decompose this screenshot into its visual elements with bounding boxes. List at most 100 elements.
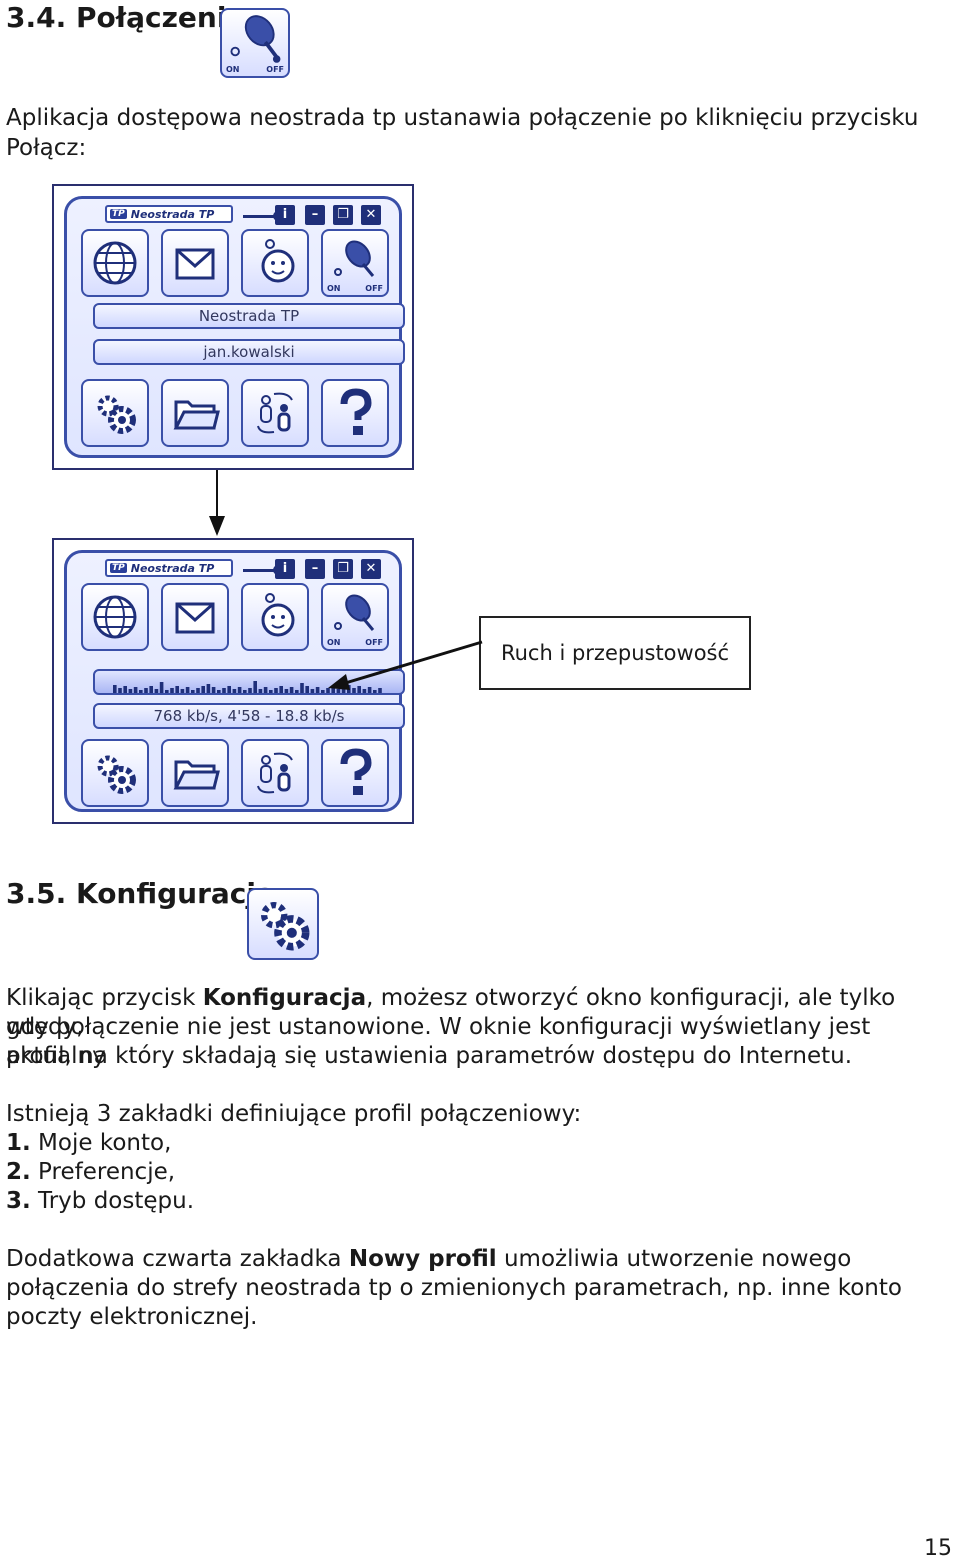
on-label: ON [327, 638, 341, 647]
traffic-bar [170, 688, 174, 693]
off-label: OFF [266, 65, 284, 74]
section-heading-configuration: 3.5. Konfiguracja [6, 877, 275, 910]
traffic-bar [243, 690, 247, 693]
traffic-bar [113, 685, 117, 693]
info-button[interactable]: i [275, 559, 295, 579]
list-item: 3. Tryb dostępu. [6, 1187, 194, 1216]
traffic-bar [352, 688, 356, 693]
config-paragraph-line-3: profil, na który składają się ustawienia… [6, 1043, 853, 1069]
traffic-bar [336, 689, 341, 693]
list-text: Preferencje, [30, 1159, 176, 1185]
traffic-bar [378, 688, 382, 693]
profile-field: Neostrada TP [93, 303, 405, 329]
traffic-bar [191, 690, 195, 693]
traffic-bar [237, 687, 242, 693]
settings-icon [97, 395, 136, 434]
assistant-icon [261, 239, 295, 283]
config-paragraph-line-2: gdy połączenie nie jest ustanowione. W o… [6, 1014, 871, 1069]
traffic-bar [295, 690, 299, 693]
assistant-button[interactable] [241, 229, 309, 297]
close-button[interactable]: ✕ [361, 559, 381, 579]
connect-icon: ON OFF [220, 8, 290, 78]
traffic-bar [185, 687, 190, 693]
traffic-bar [367, 687, 372, 693]
assistant-button[interactable] [241, 583, 309, 651]
traffic-bar [326, 688, 330, 693]
traffic-bar [201, 686, 205, 693]
help-icon [340, 748, 372, 795]
traffic-bar [331, 686, 335, 693]
connect-button[interactable]: ON OFF [321, 583, 389, 651]
config-paragraph-line-1: Klikając przycisk Konfiguracja, możesz o… [6, 984, 951, 1042]
throughput-field: 768 kb/s, 4'58 - 18.8 kb/s [93, 703, 405, 729]
profile-switch-button[interactable] [241, 379, 309, 447]
list-number: 2. [6, 1159, 31, 1185]
traffic-bar [206, 684, 211, 693]
traffic-bar [180, 689, 185, 693]
list-item: 2. Preferencje, [6, 1158, 175, 1187]
help-button[interactable] [321, 739, 389, 807]
settings-button[interactable] [81, 739, 149, 807]
page-number: 15 [924, 1536, 952, 1561]
callout-arrow-icon [328, 640, 483, 690]
traffic-bar [362, 689, 367, 693]
help-button[interactable] [321, 379, 389, 447]
minimize-button[interactable]: – [305, 559, 325, 579]
arrow-down-icon [209, 470, 225, 536]
restore-button[interactable]: ❐ [333, 559, 353, 579]
info-button[interactable]: i [275, 205, 295, 225]
new-profile-line-3: poczty elektronicznej. [6, 1304, 258, 1330]
assistant-icon [261, 593, 295, 637]
volume-slider[interactable] [243, 211, 283, 221]
traffic-bar [133, 687, 138, 693]
internet-button[interactable] [81, 583, 149, 651]
minimize-button[interactable]: – [305, 205, 325, 225]
new-profile-line-2: połączenia do strefy neostrada tp o zmie… [6, 1275, 902, 1301]
profile-switch-icon [257, 752, 293, 794]
traffic-bar [196, 688, 200, 693]
text-span: Klikając przycisk [6, 985, 203, 1011]
mail-button[interactable] [161, 229, 229, 297]
list-number: 1. [6, 1130, 31, 1156]
traffic-bar [300, 683, 304, 693]
traffic-bar [284, 689, 289, 693]
volume-slider[interactable] [243, 565, 283, 575]
globe-icon [93, 595, 137, 639]
traffic-bar [274, 688, 278, 693]
traffic-bar [165, 690, 169, 693]
list-number: 3. [6, 1188, 31, 1214]
section-heading-connection: 3.4. Połączenie [6, 1, 246, 34]
traffic-bar [258, 689, 263, 693]
on-label: ON [226, 65, 240, 74]
close-button[interactable]: ✕ [361, 205, 381, 225]
internet-button[interactable] [81, 229, 149, 297]
text-span: , możesz otworzyć okno konfiguracji, ale… [6, 985, 896, 1040]
profile-switch-button[interactable] [241, 739, 309, 807]
app-title-text: Neostrada TP [130, 207, 215, 221]
help-icon [340, 388, 372, 435]
folder-button[interactable] [161, 739, 229, 807]
tp-logo: TP [110, 563, 127, 573]
tp-logo: TP [110, 209, 127, 219]
restore-button[interactable]: ❐ [333, 205, 353, 225]
traffic-bar [305, 686, 309, 693]
mail-button[interactable] [161, 583, 229, 651]
mail-icon [175, 602, 215, 634]
folder-button[interactable] [161, 379, 229, 447]
off-label: OFF [365, 638, 383, 647]
traffic-bar [139, 690, 143, 693]
traffic-bar [175, 686, 179, 693]
traffic-bar [289, 687, 294, 693]
traffic-bar [232, 689, 237, 693]
new-profile-term: Nowy profil [348, 1246, 497, 1272]
traffic-bar [154, 689, 159, 693]
settings-icon [97, 755, 136, 794]
settings-button[interactable] [81, 379, 149, 447]
traffic-bar [227, 686, 231, 693]
